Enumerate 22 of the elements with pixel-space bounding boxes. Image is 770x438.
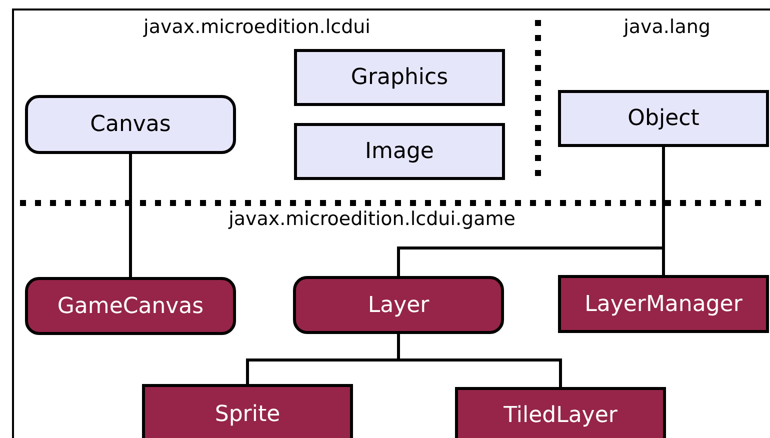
class-box <box>558 90 769 147</box>
class-name: Canvas <box>90 112 171 137</box>
class-box <box>25 95 236 154</box>
class-name: TiledLayer <box>504 403 618 428</box>
class-box <box>558 275 769 333</box>
class-box <box>293 276 504 334</box>
class-name: Sprite <box>214 402 280 426</box>
class-name: LayerManager <box>584 292 742 316</box>
class-box <box>294 49 505 106</box>
class-name: Graphics <box>350 65 448 90</box>
package-name: javax.microedition.lcdui.game <box>228 208 516 230</box>
class-name: Image <box>365 139 434 164</box>
class-box <box>25 277 236 335</box>
class-name: Object <box>628 106 700 131</box>
package-name: javax.microedition.lcdui <box>144 16 370 38</box>
package-name: java.lang <box>624 16 710 38</box>
connector-line <box>129 154 132 277</box>
class-name: GameCanvas <box>57 294 204 318</box>
class-box <box>294 123 505 180</box>
class-name: Layer <box>368 292 430 318</box>
class-box <box>142 384 353 438</box>
class-box <box>455 387 666 438</box>
